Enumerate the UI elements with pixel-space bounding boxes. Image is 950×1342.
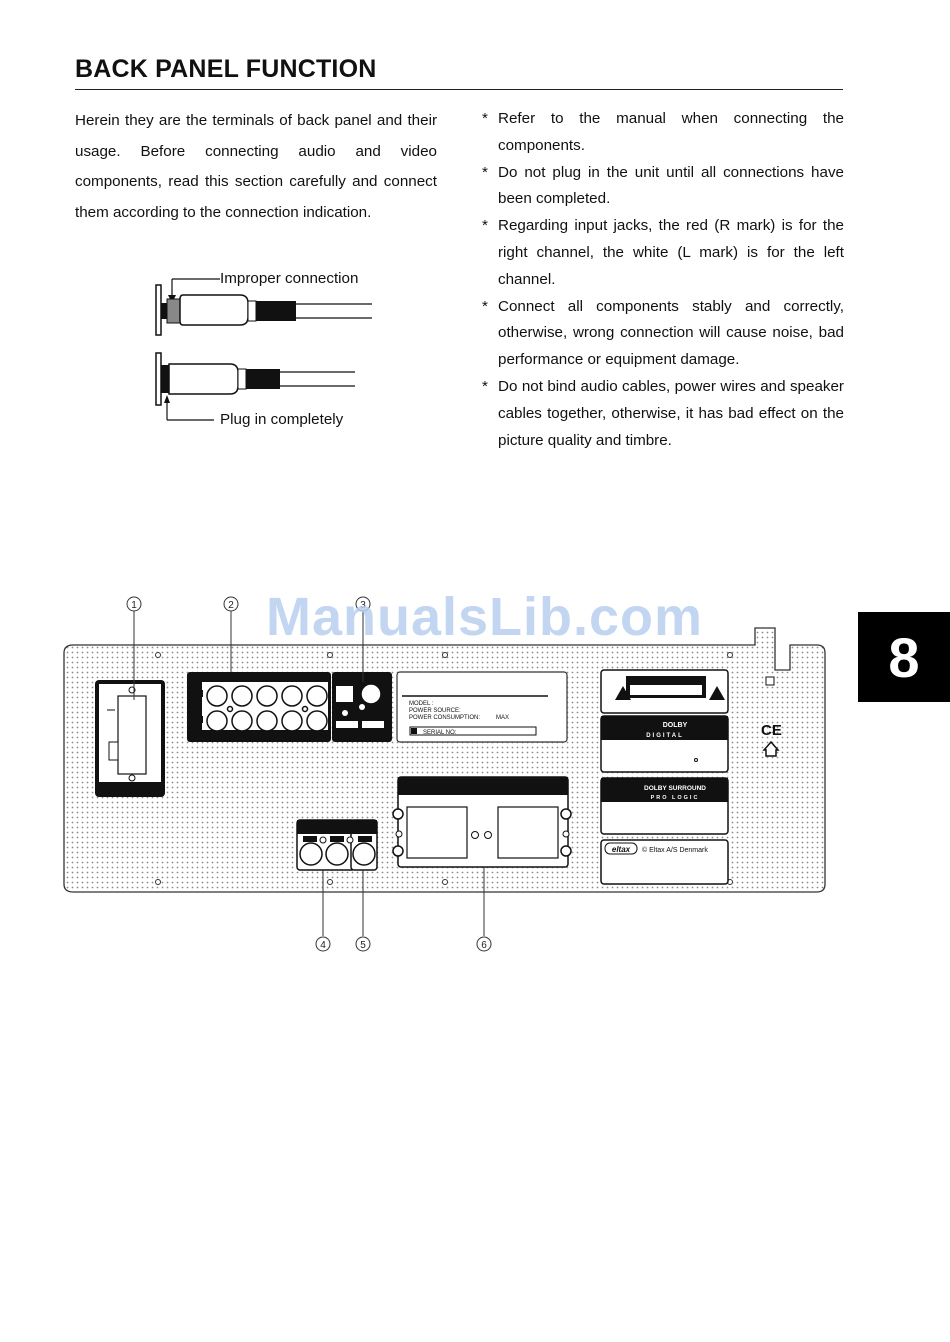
plug-connection-diagram (155, 278, 372, 421)
plug-in-completely-label: Plug in completely (220, 411, 344, 428)
dolby-digital-top-text: DOLBY (663, 722, 688, 729)
page-title: BACK PANEL FUNCTION (75, 55, 377, 83)
rating-serial: SERIAL NO: (423, 730, 457, 736)
improper-plug-drawing (155, 278, 372, 336)
callout-1-number: 1 (131, 600, 137, 611)
manufacturer-label (600, 839, 729, 885)
warning-label (600, 669, 729, 714)
title-rule (75, 89, 843, 90)
proper-plug-drawing (155, 352, 355, 421)
intro-paragraph: Herein they are the terminals of back pa… (75, 112, 437, 221)
rca-input-block (187, 672, 331, 742)
note-item: *Do not bind audio cables, power wires a… (482, 377, 844, 449)
back-panel-diagram: 1 2 3 4 5 6 MODEL : POWER SOURCE: POWER … (63, 596, 826, 952)
callout-4-circle (315, 936, 331, 952)
callout-3-number: 3 (360, 600, 366, 611)
dolby-surround-top-text: DOLBY SURROUND (644, 785, 706, 792)
callout-6-number: 6 (481, 940, 487, 951)
indoor-use-icon (762, 740, 780, 757)
dolby-digital-label (600, 715, 729, 773)
notes-list: *Refer to the manual when connecting the… (480, 106, 844, 454)
chapter-tab: 8 (858, 612, 950, 702)
callout-4-number: 4 (320, 940, 326, 951)
callout-3-circle (355, 596, 371, 612)
dolby-surround-label (600, 777, 729, 835)
rating-power-consumption: POWER CONSUMPTION: (409, 715, 480, 721)
rating-model: MODEL : (409, 701, 434, 707)
power-inlet (95, 680, 165, 797)
speaker-output-block (392, 776, 572, 868)
note-item: *Do not plug in the unit until all conne… (482, 163, 844, 208)
note-item: *Refer to the manual when connecting the… (482, 110, 844, 154)
callout-2-number: 2 (228, 600, 234, 611)
subwoofer-terminal-block (346, 819, 378, 871)
callout-6-circle (476, 936, 492, 952)
improper-connection-label: Improper connection (220, 270, 359, 287)
callout-5-number: 5 (360, 940, 366, 951)
rating-max: MAX (496, 715, 509, 721)
watermark-text: ManualsLib.com (266, 587, 704, 647)
rating-label (396, 671, 568, 743)
rating-power-source: POWER SOURCE: (409, 708, 461, 714)
callout-2-circle (223, 596, 239, 612)
manufacturer-text: © Eltax A/S Denmark (642, 846, 708, 854)
speaker-terminal-block (296, 819, 356, 871)
callout-5-circle (355, 936, 371, 952)
note-item: *Regarding input jacks, the red (R mark)… (482, 217, 844, 288)
eltax-logo-text: eltax (612, 845, 631, 854)
dolby-digital-bottom-text: DIGITAL (646, 733, 684, 739)
callout-1-circle (126, 596, 142, 612)
video-output-block (332, 672, 392, 742)
ce-mark-text: CE (761, 722, 782, 739)
note-item: *Connect all components stably and corre… (482, 297, 844, 369)
dolby-surround-bottom-text: PRO LOGIC (651, 795, 700, 801)
double-insulation-icon (765, 676, 775, 686)
